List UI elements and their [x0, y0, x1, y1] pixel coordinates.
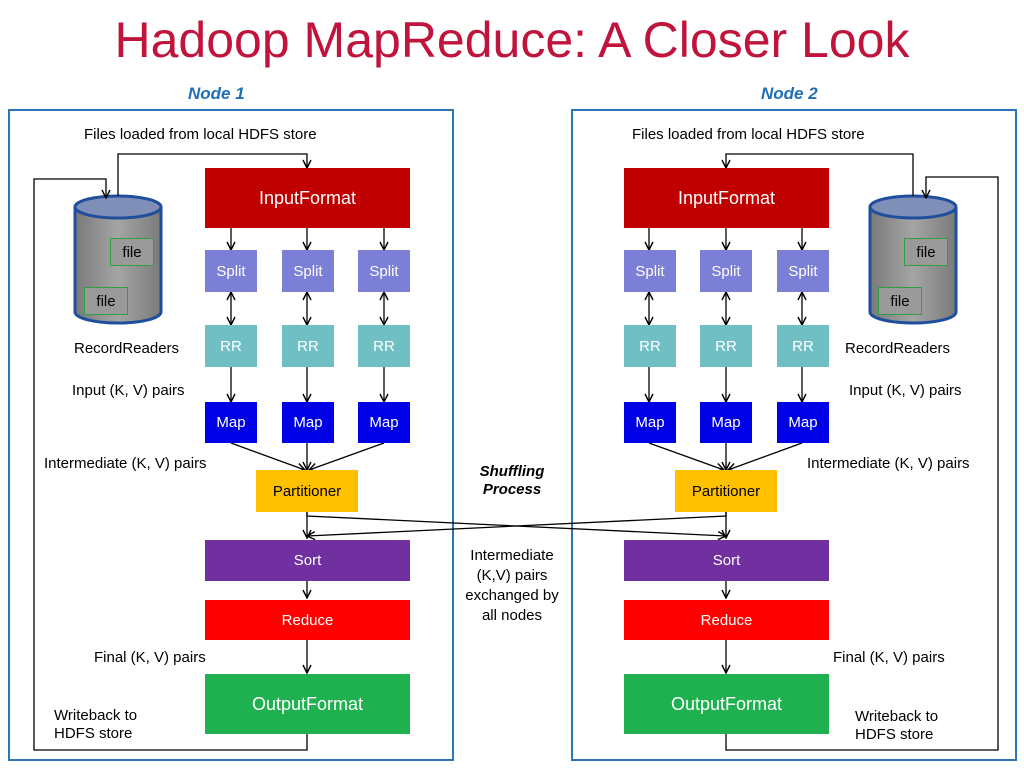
split-box: Split [624, 250, 676, 292]
map-box: Map [282, 402, 334, 443]
partitioner-box: Partitioner [675, 470, 777, 512]
page-title: Hadoop MapReduce: A Closer Look [114, 12, 910, 68]
intermediate-pairs-label: Intermediate (K, V) pairs [44, 455, 207, 472]
input-format-box: InputFormat [205, 168, 410, 228]
exchange-label: Intermediate (K,V) pairs exchanged by al… [465, 547, 559, 624]
output-format-box: OutputFormat [624, 674, 829, 734]
record-readers-label: RecordReaders [845, 340, 951, 357]
split-box: Split [700, 250, 752, 292]
input-format-box: InputFormat [624, 168, 829, 228]
record-reader-box: RR [358, 325, 410, 367]
reduce-box: Reduce [624, 600, 829, 640]
map-box: Map [700, 402, 752, 443]
record-reader-box: RR [777, 325, 829, 367]
files-loaded-label: Files loaded from local HDFS store [632, 126, 865, 143]
file-tag: file [110, 238, 154, 266]
file-tag: file [84, 287, 128, 315]
map-box: Map [358, 402, 410, 443]
record-reader-box: RR [282, 325, 334, 367]
split-box: Split [205, 250, 257, 292]
split-box: Split [777, 250, 829, 292]
map-box: Map [205, 402, 257, 443]
record-reader-box: RR [700, 325, 752, 367]
shuffling-process-label: Shuffling Process [479, 463, 545, 498]
node-2-frame [571, 109, 1017, 761]
reduce-box: Reduce [205, 600, 410, 640]
map-box: Map [624, 402, 676, 443]
file-tag: file [878, 287, 922, 315]
partitioner-box: Partitioner [256, 470, 358, 512]
input-pairs-label: Input (K, V) pairs [849, 382, 962, 399]
intermediate-pairs-label: Intermediate (K, V) pairs [807, 455, 970, 472]
output-format-box: OutputFormat [205, 674, 410, 734]
sort-box: Sort [624, 540, 829, 581]
node-1-label: Node 1 [188, 84, 245, 103]
input-pairs-label: Input (K, V) pairs [72, 382, 185, 399]
node-1-frame [8, 109, 454, 761]
record-reader-box: RR [205, 325, 257, 367]
map-box: Map [777, 402, 829, 443]
writeback-label: Writeback to HDFS store [54, 707, 138, 742]
split-box: Split [358, 250, 410, 292]
writeback-label: Writeback to HDFS store [855, 708, 939, 743]
file-tag: file [904, 238, 948, 266]
record-readers-label: RecordReaders [74, 340, 180, 357]
final-pairs-label: Final (K, V) pairs [833, 649, 945, 666]
sort-box: Sort [205, 540, 410, 581]
final-pairs-label: Final (K, V) pairs [94, 649, 206, 666]
split-box: Split [282, 250, 334, 292]
files-loaded-label: Files loaded from local HDFS store [84, 126, 317, 143]
node-2-label: Node 2 [761, 84, 818, 103]
record-reader-box: RR [624, 325, 676, 367]
